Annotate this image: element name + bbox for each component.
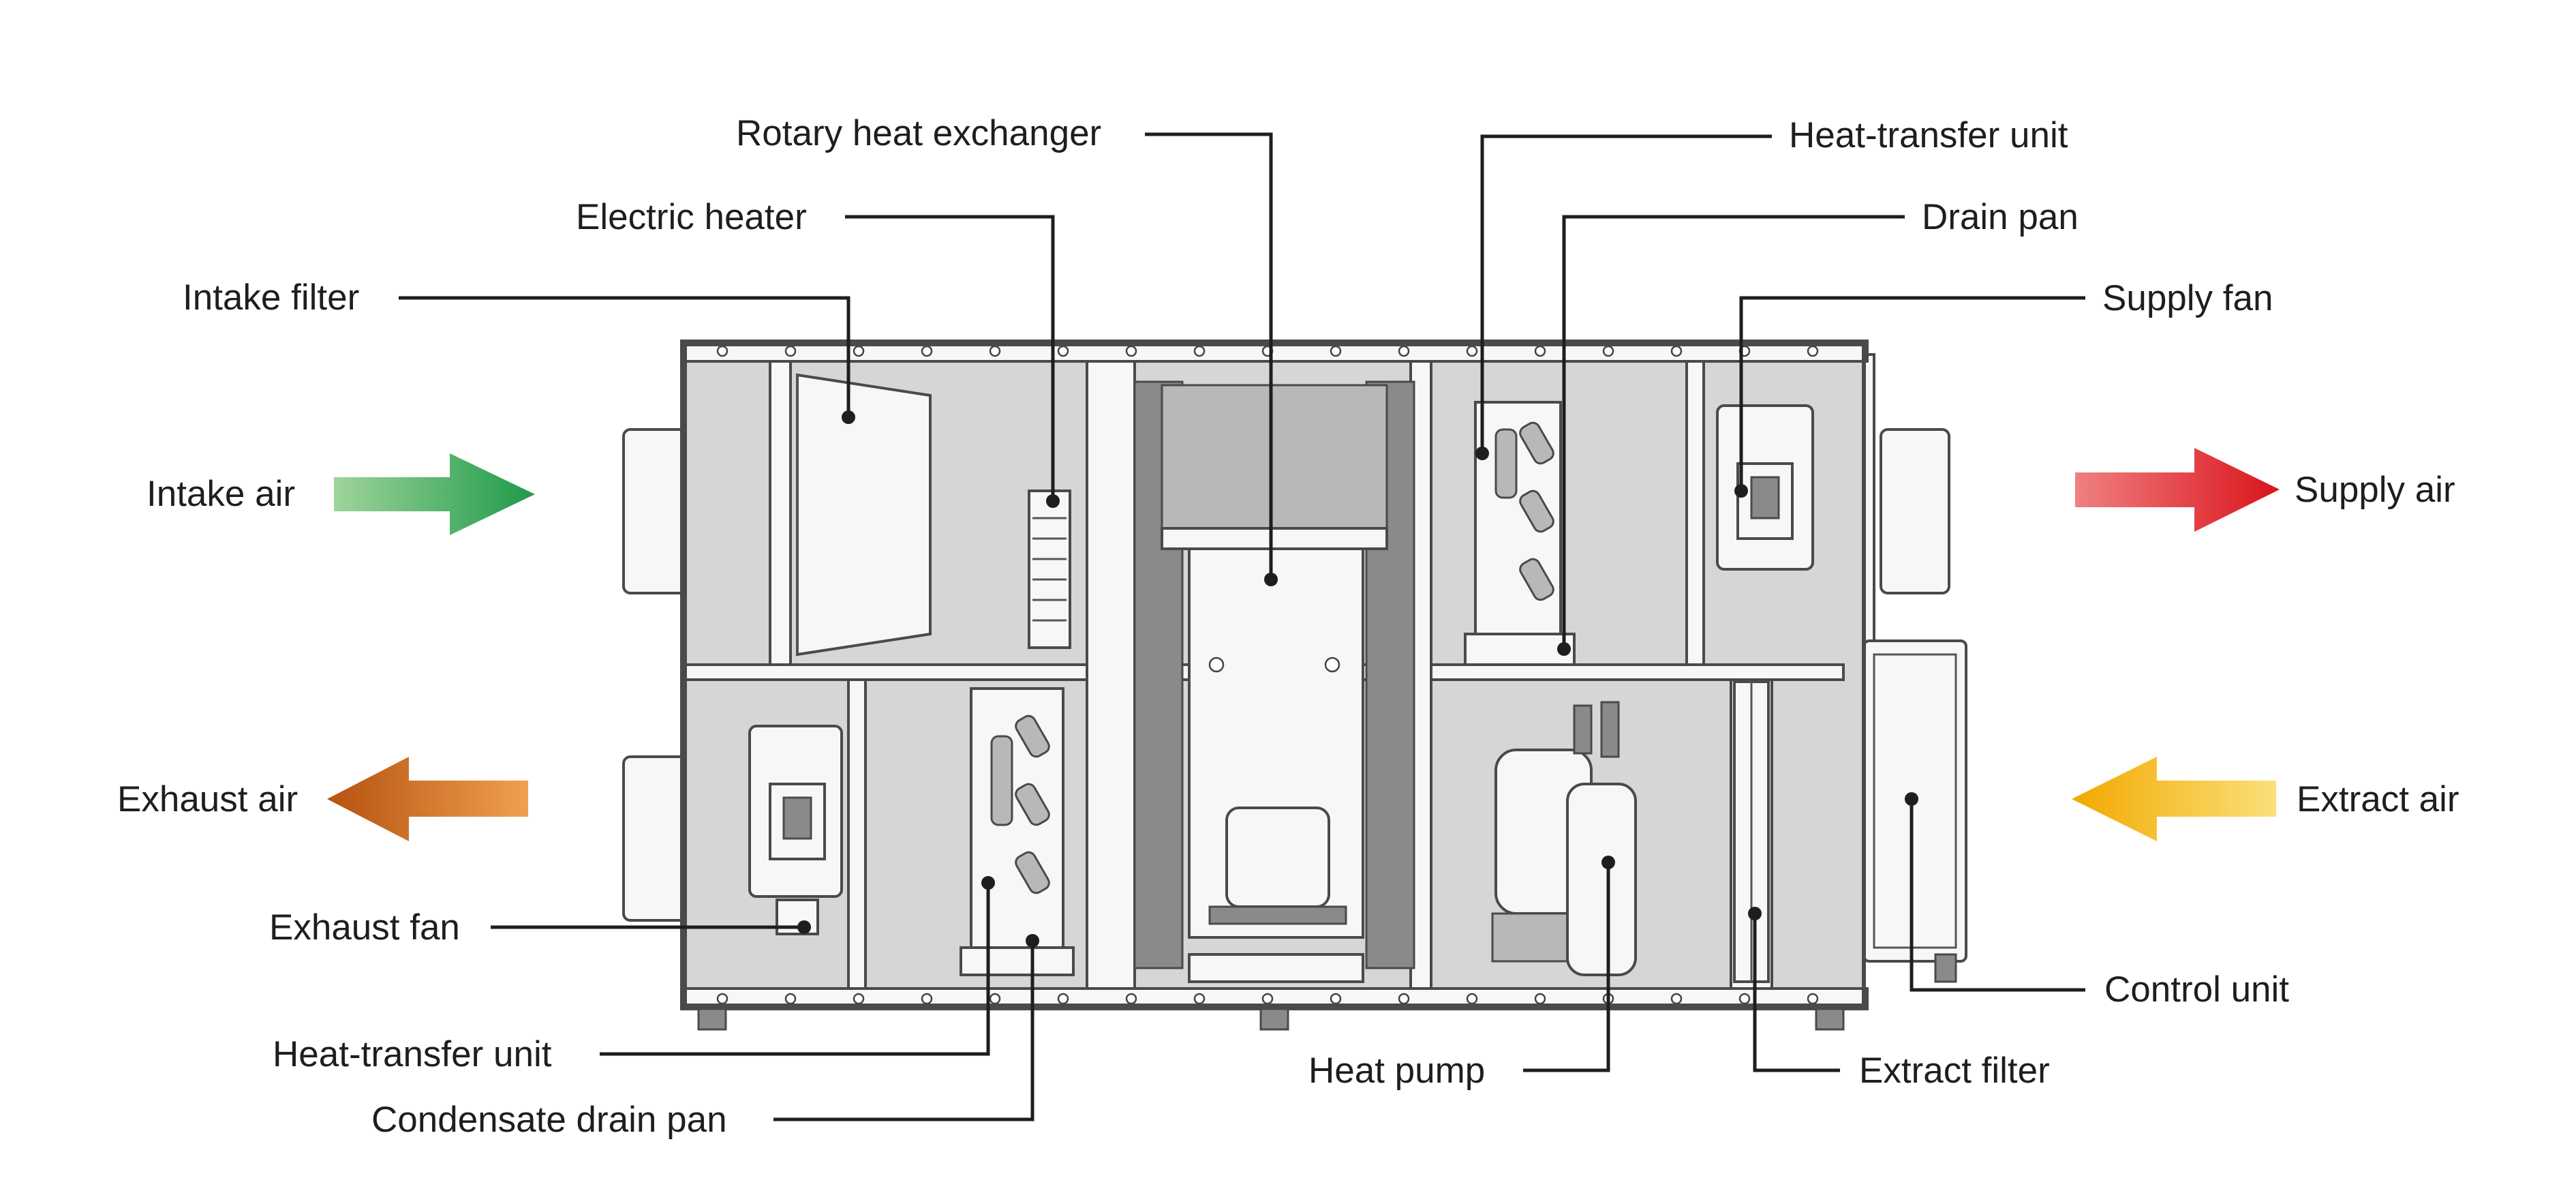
leader-lines (399, 132, 2085, 1121)
label-heat-transfer-unit-bottom: Heat-transfer unit (273, 1034, 552, 1074)
label-heat-pump: Heat pump (1308, 1051, 1485, 1091)
label-rotary-heat-exchanger: Rotary heat exchanger (736, 113, 1101, 153)
label-control-unit: Control unit (2104, 969, 2289, 1010)
label-heat-transfer-unit-top: Heat-transfer unit (1789, 115, 2068, 155)
label-supply-air: Supply air (2295, 470, 2455, 510)
exhaust-air-arrow (327, 757, 528, 841)
label-drain-pan: Drain pan (1922, 197, 2079, 237)
label-exhaust-air: Exhaust air (117, 779, 298, 819)
label-exhaust-fan: Exhaust fan (269, 907, 460, 948)
label-supply-fan: Supply fan (2102, 278, 2273, 318)
label-intake-air: Intake air (147, 474, 295, 514)
supply-air-arrow (2075, 448, 2280, 532)
intake-air-arrow (334, 453, 535, 535)
label-electric-heater: Electric heater (576, 197, 807, 237)
label-intake-filter: Intake filter (183, 277, 359, 318)
extract-air-arrow (2072, 757, 2276, 841)
machine-housing (622, 340, 1967, 1031)
label-condensate-drain-pan: Condensate drain pan (371, 1100, 727, 1140)
label-extract-filter: Extract filter (1859, 1051, 2050, 1091)
label-extract-air: Extract air (2297, 779, 2459, 819)
